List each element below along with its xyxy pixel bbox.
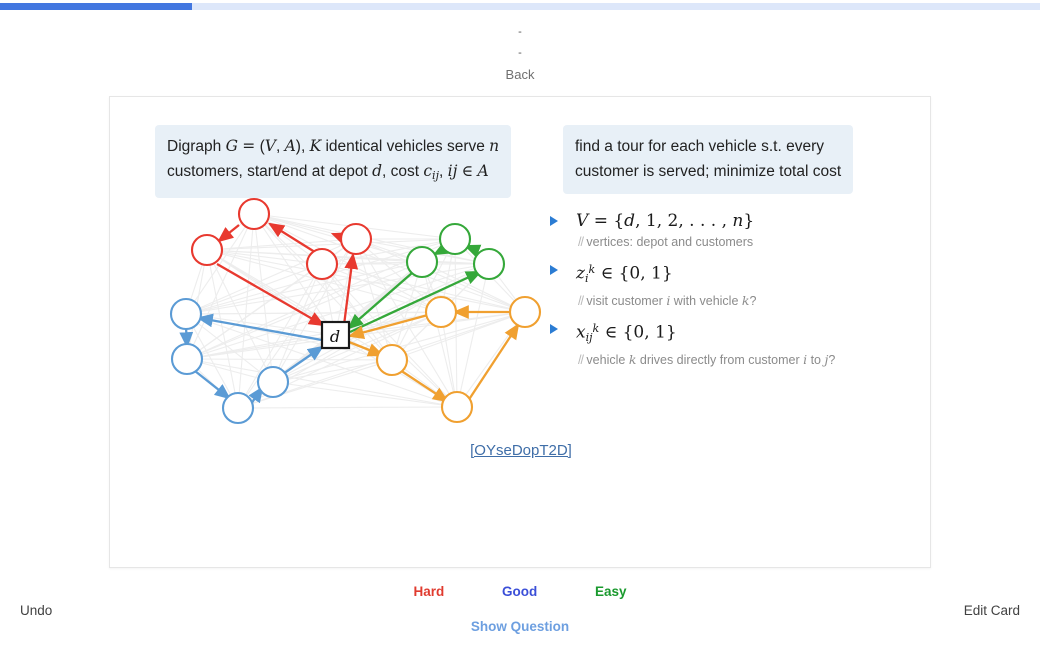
customer-nodes xyxy=(169,197,542,425)
ease-hard-button[interactable]: Hard xyxy=(413,584,445,599)
ease-easy-button[interactable]: Easy xyxy=(595,584,627,599)
given-box-line-1: Digraph G = (V, A), K identical vehicles… xyxy=(167,137,500,155)
undo-button[interactable]: Undo xyxy=(20,603,53,618)
edit-card-button[interactable]: Edit Card xyxy=(963,603,1020,618)
customer-node xyxy=(221,391,255,425)
goal-box-line-1: find a tour for each vehicle s.t. every xyxy=(575,138,824,155)
goal-box: find a tour for each vehicle s.t. every … xyxy=(563,125,854,194)
statement-boxes: Digraph G = (V, A), K identical vehicles… xyxy=(155,125,895,199)
definition-formula: V = {d, 1, 2, . . . , n} xyxy=(576,211,755,231)
triangle-bullet-icon xyxy=(550,216,558,226)
triangle-bullet-icon xyxy=(550,265,558,275)
ease-good-button[interactable]: Good xyxy=(501,584,538,599)
customer-node xyxy=(305,247,339,281)
customer-node xyxy=(339,222,373,256)
customer-node xyxy=(169,297,203,331)
variable-definitions: V = {d, 1, 2, . . . , n} // vertices: de… xyxy=(550,209,910,376)
definition-item: zik ∈ {0, 1} // visit customer i with ve… xyxy=(550,258,910,311)
study-progress-bar xyxy=(0,3,1040,10)
show-question-button[interactable]: Show Question xyxy=(470,619,570,634)
depot-node: d xyxy=(320,320,351,350)
definition-formula: xijk ∈ {0, 1} xyxy=(576,321,677,344)
deck-name-line-1: - xyxy=(518,26,522,38)
customer-node xyxy=(256,365,290,399)
given-box-line-2: customers, start/end at depot d, cost ci… xyxy=(167,162,489,183)
depot-label: d xyxy=(330,327,340,346)
card-side-label: Back xyxy=(505,67,535,82)
customer-node xyxy=(438,222,472,256)
ease-button-row: Hard Good Easy xyxy=(0,584,1040,599)
definition-comment: // vertices: depot and customers xyxy=(578,235,754,249)
customer-node xyxy=(170,342,204,376)
review-controls: Undo Hard Good Easy Show Question Edit C… xyxy=(0,584,1040,650)
customer-node xyxy=(405,245,439,279)
customer-node xyxy=(424,295,458,329)
goal-box-line-2: customer is served; minimize total cost xyxy=(575,163,842,180)
deck-name-line-2: - xyxy=(518,47,522,59)
card-hash-link[interactable]: [OYseDopT2D] xyxy=(470,442,572,459)
route-orange xyxy=(347,305,520,403)
given-box: Digraph G = (V, A), K identical vehicles… xyxy=(155,125,512,199)
flashcard: Digraph G = (V, A), K identical vehicles… xyxy=(109,96,931,568)
deck-header: - - Back xyxy=(0,22,1040,84)
definition-comment: // vehicle k drives directly from custom… xyxy=(578,351,836,367)
definition-formula: zik ∈ {0, 1} xyxy=(576,263,673,285)
customer-node xyxy=(472,247,506,281)
definition-comment: // visit customer i with vehicle k? xyxy=(578,292,757,308)
definition-item: V = {d, 1, 2, . . . , n} // vertices: de… xyxy=(550,209,910,252)
customer-node xyxy=(440,390,474,424)
customer-node xyxy=(190,233,224,267)
customer-node xyxy=(375,343,409,377)
vrp-digraph-diagram: d xyxy=(150,192,542,432)
definition-item: xijk ∈ {0, 1} // vehicle k drives direct… xyxy=(550,317,910,370)
study-progress-fill xyxy=(0,3,193,10)
customer-node xyxy=(508,295,542,329)
customer-node xyxy=(237,197,271,231)
triangle-bullet-icon xyxy=(550,323,558,334)
